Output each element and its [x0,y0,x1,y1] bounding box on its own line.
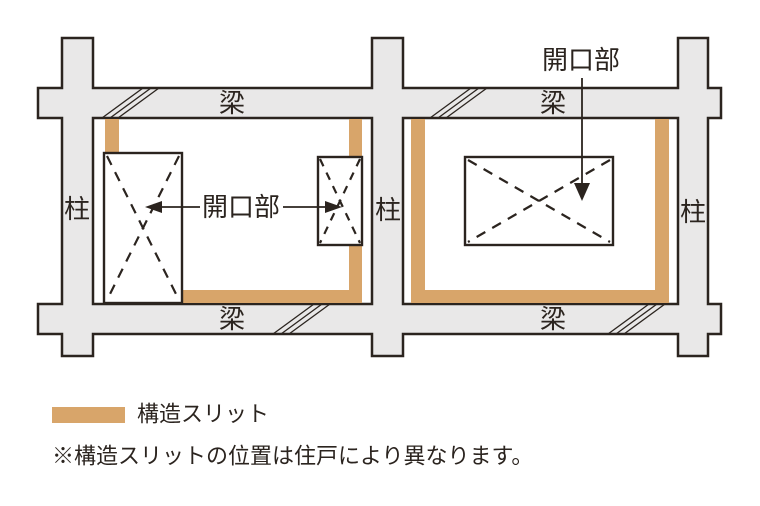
opening-right [463,155,615,247]
beam-hatch-bottom-right [607,303,666,335]
arrow-opening-small [283,201,342,213]
legend-slit-label: 構造スリット [137,402,269,427]
opening-large-left [102,151,184,305]
beam-hatch-top-right [429,87,488,119]
footnote: ※構造スリットの位置は住戸により異なります。 [52,444,533,469]
beam-label-top-right: 梁 [540,88,566,118]
arrow-opening-left [145,201,200,213]
structural-slit-right-bottom [411,290,669,303]
legend-slit-swatch [52,407,125,423]
structural-slit-right-vertical-1 [411,119,425,303]
beam-hatch-top-left [101,87,160,119]
opening-small-left [316,155,364,247]
arrow-opening-right [574,78,590,201]
beam-label-top-left: 梁 [219,88,245,118]
column-label-left: 柱 [64,194,90,224]
opening-label-left: 開口部 [202,192,280,222]
structural-slit-left-top [105,119,119,153]
legend: 構造スリット [52,402,269,427]
beam-label-bottom-right: 梁 [540,304,566,334]
column-label-right: 柱 [680,197,706,227]
beam-hatch-bottom-left [272,303,331,335]
structural-slit-right-vertical-2 [655,119,669,303]
structural-slit-left-bottom [182,290,362,303]
column-label-middle: 柱 [375,195,401,225]
concrete-frame [36,36,723,358]
beam-label-bottom-left: 梁 [219,304,245,334]
opening-label-right: 開口部 [542,45,620,75]
